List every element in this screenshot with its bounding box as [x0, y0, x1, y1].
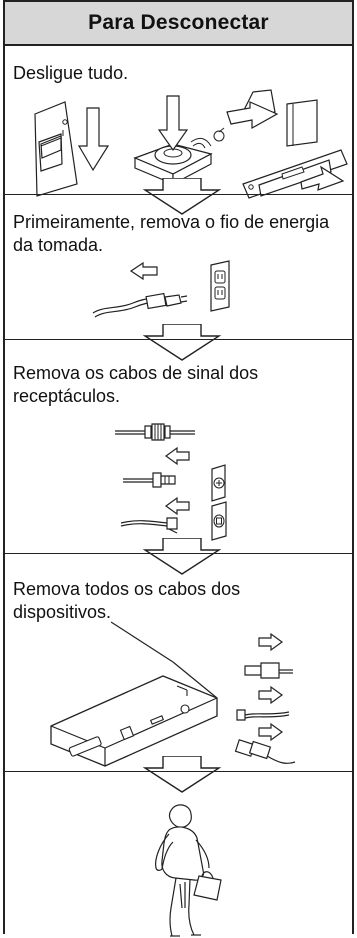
phone-cable-icon	[121, 518, 177, 533]
step-3-section: Remova os cabos de sinal dos receptáculo…	[5, 339, 352, 553]
device-cables-illustration	[31, 624, 343, 764]
step-1-section: Desligue tudo.	[5, 44, 352, 194]
down-arrow-icon	[143, 756, 221, 793]
right-arrow-icon	[259, 634, 282, 650]
page-title: Para Desconectar	[88, 11, 269, 34]
down-arrow-icon	[143, 324, 221, 361]
step-4-text: Remova todos os cabos dos dispositivos.	[13, 579, 241, 622]
signal-cables-illustration	[103, 415, 263, 535]
disconnect-instructions-sheet: Para Desconectar Desligue tudo.	[3, 0, 354, 934]
coax-cable-icon	[123, 473, 175, 487]
power-strip-switch-icon	[227, 90, 347, 198]
step-3-text: Remova os cabos de sinal dos receptáculo…	[13, 363, 259, 406]
person-walking-away-illustration	[133, 804, 233, 938]
step-2-text: Primeiramente, remova o fio de energia d…	[13, 212, 330, 255]
power-cord-illustration	[75, 259, 275, 337]
right-arrow-icon	[259, 687, 282, 703]
step-4-section: Remova todos os cabos dos dispositivos.	[5, 553, 352, 771]
step-1-text: Desligue tudo.	[13, 63, 129, 83]
usb-cable-icon	[236, 740, 295, 764]
down-arrow-icon	[143, 538, 221, 575]
left-arrow-icon	[166, 498, 189, 514]
power-button-icon	[135, 96, 224, 184]
power-adapter-plug-icon	[245, 663, 293, 678]
wall-outlet-icon	[211, 261, 229, 311]
laptop-icon	[51, 622, 217, 766]
left-arrow-icon	[166, 448, 189, 464]
modem-cable-icon	[237, 710, 289, 720]
coax-connector-icon	[115, 424, 195, 440]
final-section	[5, 771, 352, 936]
step-2-section: Primeiramente, remova o fio de energia d…	[5, 194, 352, 339]
right-arrow-icon	[259, 724, 282, 740]
title-bar: Para Desconectar	[5, 2, 352, 46]
left-arrow-icon	[131, 263, 157, 279]
down-arrow-icon	[143, 178, 221, 215]
turn-off-everything-illustration	[17, 92, 347, 202]
wall-switch-icon	[35, 102, 108, 196]
